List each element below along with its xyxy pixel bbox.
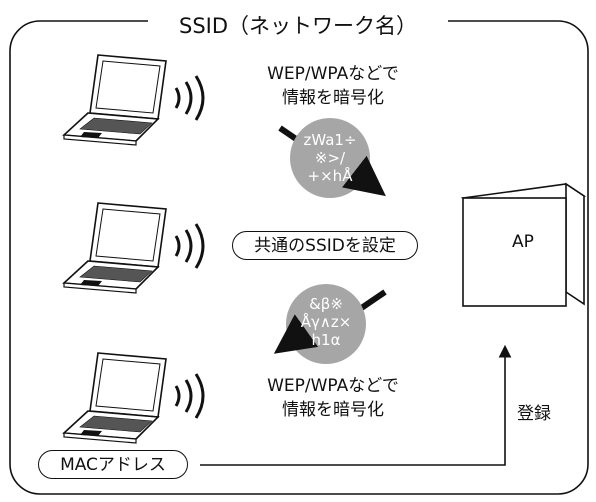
cipher-text-top-line1: zWa1÷: [303, 131, 357, 149]
wireless-waves-icon-middle: [174, 222, 205, 270]
ap-label: AP: [512, 232, 534, 252]
encryption-label-top-line2: 情報を暗号化: [282, 88, 384, 108]
laptop-icon-bottom: [63, 352, 167, 444]
cipher-text-bottom-line1: &β※: [309, 295, 343, 313]
signal-arrow-bottom-out: [273, 314, 319, 354]
signal-line-bottom-in: [358, 289, 387, 312]
laptop-icon-middle: [63, 202, 167, 294]
mac-address-pill: MACアドレス: [38, 450, 188, 479]
laptop-icon-top: [63, 54, 167, 146]
cipher-text-top: zWa1÷ ※>/ +×hÅ: [285, 131, 375, 185]
cipher-text-top-line2: ※>/: [314, 149, 346, 167]
encryption-label-bottom-line1: WEP/WPAなどで: [267, 376, 399, 396]
mac-register-connector: [200, 344, 512, 466]
cipher-text-bottom-line3: h1α: [311, 331, 341, 349]
encryption-label-top: WEP/WPAなどで 情報を暗号化: [238, 62, 428, 110]
register-label: 登録: [517, 404, 551, 424]
common-ssid-pill: 共通のSSIDを設定: [232, 231, 418, 260]
wireless-waves-icon-top: [174, 74, 205, 122]
cipher-text-top-line3: +×hÅ: [307, 167, 353, 185]
cipher-text-bottom: &β※ Åγ∧z× h1α: [281, 295, 371, 349]
signal-arrow-top-out: [342, 155, 386, 197]
encryption-label-bottom: WEP/WPAなどで 情報を暗号化: [238, 374, 428, 422]
frame-title: SSID（ネットワーク名）: [148, 10, 448, 40]
wireless-waves-icon-bottom: [174, 372, 205, 420]
cipher-text-bottom-line2: Åγ∧z×: [300, 313, 352, 331]
access-point-icon: [460, 182, 587, 307]
encryption-label-bottom-line2: 情報を暗号化: [282, 400, 384, 420]
encryption-label-top-line1: WEP/WPAなどで: [267, 64, 399, 84]
